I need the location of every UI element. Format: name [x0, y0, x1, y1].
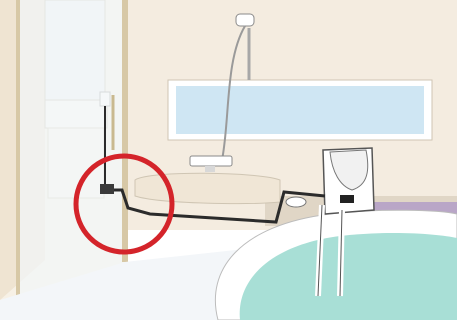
faucet-icon: [189, 155, 233, 172]
shower-hose: [221, 25, 246, 161]
connection-highlight-ring-icon: [73, 153, 175, 255]
bath-step: [134, 172, 281, 205]
heater-pipe-right-outline: [339, 209, 343, 297]
glass-door: [18, 0, 128, 300]
cable-plug: [100, 184, 114, 194]
bath-window: [176, 86, 424, 134]
power-cable: [112, 188, 326, 224]
bath-heater-unit-icon: [322, 147, 375, 215]
drain-fixture: [285, 196, 307, 208]
heater-pipe-left-outline: [317, 204, 323, 297]
shower-head-icon: [235, 13, 255, 27]
tub-water: [239, 232, 457, 320]
